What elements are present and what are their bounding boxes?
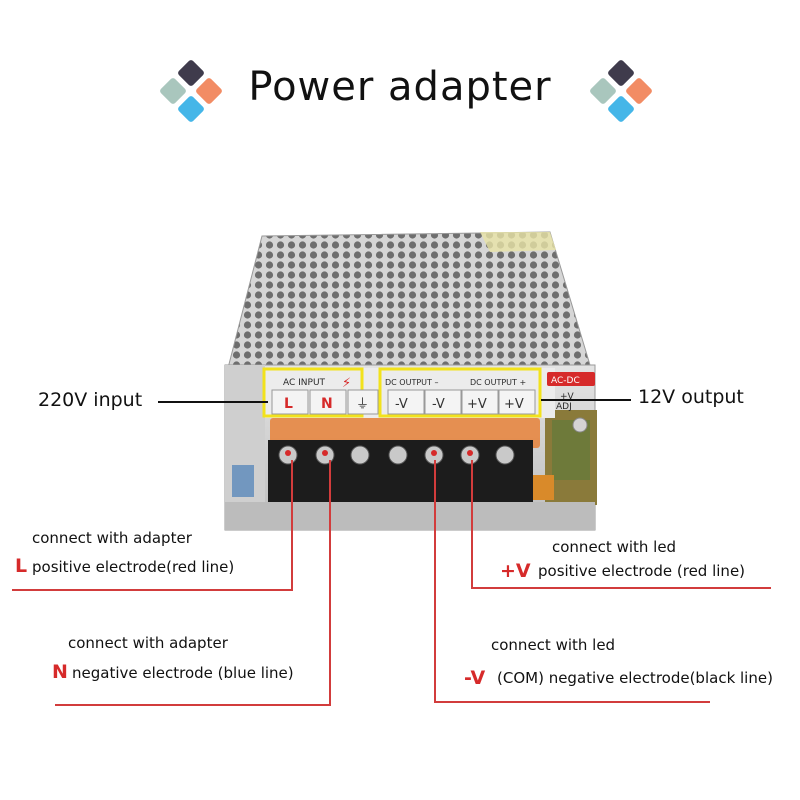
svg-text:⚡: ⚡ (342, 376, 351, 391)
wire-minusV-horizontal (434, 701, 710, 703)
svg-text:+V: +V (560, 392, 575, 402)
minusV-line1: connect with led (491, 636, 616, 654)
terminal-plus-v-2: +V (504, 397, 524, 412)
terminal-minus-v-2: -V (432, 397, 445, 412)
N-line1: connect with adapter (68, 634, 228, 652)
wire-N-horizontal (55, 704, 331, 706)
page-title: Power adapter (248, 64, 552, 110)
L-line2: positive electrode(red line) (32, 558, 235, 576)
wire-L-vertical (291, 460, 293, 590)
plusV-symbol: +V (500, 560, 531, 582)
wire-minusV-vertical (434, 460, 436, 702)
wire-L-horizontal (12, 589, 293, 591)
ac-input-label: AC INPUT (283, 378, 326, 388)
terminal-N: N (321, 396, 333, 412)
wire-plusV-horizontal (471, 587, 771, 589)
terminal-ground: ⏚ (356, 397, 369, 412)
minusV-line2: (COM) negative electrode(black line) (497, 669, 773, 687)
terminal-minus-v-1: -V (395, 397, 408, 412)
plusV-line2: positive electrode (red line) (538, 562, 746, 580)
output-leader-line (541, 399, 631, 401)
N-symbol: N (52, 661, 68, 683)
plusV-line1: connect with led (552, 538, 677, 556)
adj-badge: AC-DC (551, 376, 580, 386)
terminal-L: L (284, 396, 293, 412)
left-logo-icon (160, 60, 222, 122)
wire-N-vertical (329, 460, 331, 705)
dc-output-minus-label: DC OUTPUT – (385, 378, 438, 387)
L-line1: connect with adapter (32, 529, 192, 547)
terminal-plus-v-1: +V (467, 397, 487, 412)
dc-output-highlight (378, 367, 542, 418)
N-line2: negative electrode (blue line) (72, 664, 294, 682)
wire-plusV-vertical (471, 460, 473, 588)
adj-label: ADJ (556, 402, 572, 412)
power-supply-image: AC INPUT ⚡ DC OUTPUT – DC OUTPUT + L N ⏚… (224, 231, 597, 531)
right-logo-icon (590, 60, 652, 122)
output-label: 12V output (638, 386, 744, 408)
minusV-symbol: -V (464, 667, 486, 689)
L-symbol: L (15, 555, 28, 577)
input-leader-line (158, 401, 268, 403)
dc-output-plus-label: DC OUTPUT + (470, 378, 526, 387)
input-label: 220V input (38, 389, 143, 411)
perforated-cover (227, 231, 591, 369)
terminal-labels: L N ⏚ -V -V +V +V (271, 389, 536, 415)
